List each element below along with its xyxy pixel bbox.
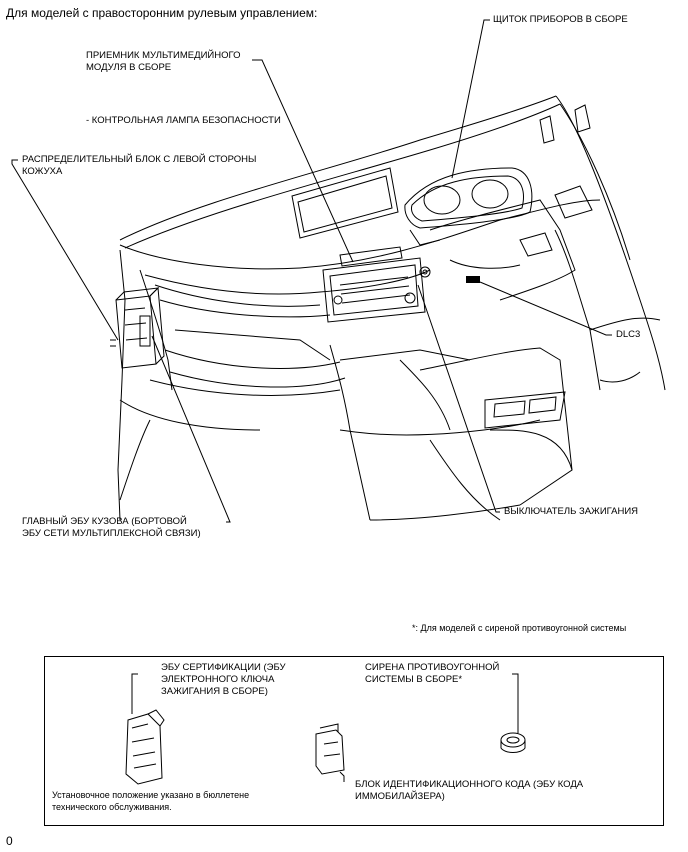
dashboard-outline (117, 95, 666, 521)
footnote: *: Для моделей с сиреной противоугонной … (412, 623, 627, 633)
label-certification-ecu: ЭБУ СЕРТИФИКАЦИИ (ЭБУ ЭЛЕКТРОННОГО КЛЮЧА… (161, 662, 286, 697)
install-note: Установочное положение указано в бюллете… (52, 790, 250, 812)
siren-drawing (500, 673, 526, 753)
label-multimedia-receiver: ПРИЕМНИК МУЛЬТИМЕДИЙНОГО МОДУЛЯ В СБОРЕ (86, 50, 241, 73)
page-header: Для моделей с правосторонним рулевым упр… (6, 6, 318, 20)
id-code-box-drawing (315, 723, 345, 782)
junction-block-drawing (110, 286, 165, 369)
leader-lines (11, 19, 612, 523)
label-instrument-panel: ЩИТОК ПРИБОРОВ В СБОРЕ (493, 14, 628, 25)
multimedia-receiver-drawing (322, 246, 431, 323)
instrument-cluster-drawing (404, 167, 533, 246)
label-main-body-ecu: ГЛАВНЫЙ ЭБУ КУЗОВА (БОРТОВОЙ ЭБУ СЕТИ МУ… (22, 516, 201, 539)
label-security-lamp: - КОНТРОЛЬНАЯ ЛАМПА БЕЗОПАСНОСТИ (86, 115, 281, 126)
label-siren: СИРЕНА ПРОТИВОУГОННОЙ СИСТЕМЫ В СБОРЕ* (365, 662, 500, 685)
label-dlc3: DLC3 (616, 329, 641, 340)
label-ignition-switch: ВЫКЛЮЧАТЕЛЬ ЗАЖИГАНИЯ (504, 506, 639, 517)
figure-id: 0 (6, 834, 13, 848)
label-junction-block: РАСПРЕДЕЛИТЕЛЬНЫЙ БЛОК С ЛЕВОЙ СТОРОНЫ К… (22, 154, 257, 177)
inset-box (44, 656, 664, 826)
dlc3-connector-drawing (466, 276, 480, 283)
certification-ecu-drawing (125, 673, 165, 785)
label-id-code-box: БЛОК ИДЕНТИФИКАЦИОННОГО КОДА (ЭБУ КОДА И… (355, 779, 584, 802)
